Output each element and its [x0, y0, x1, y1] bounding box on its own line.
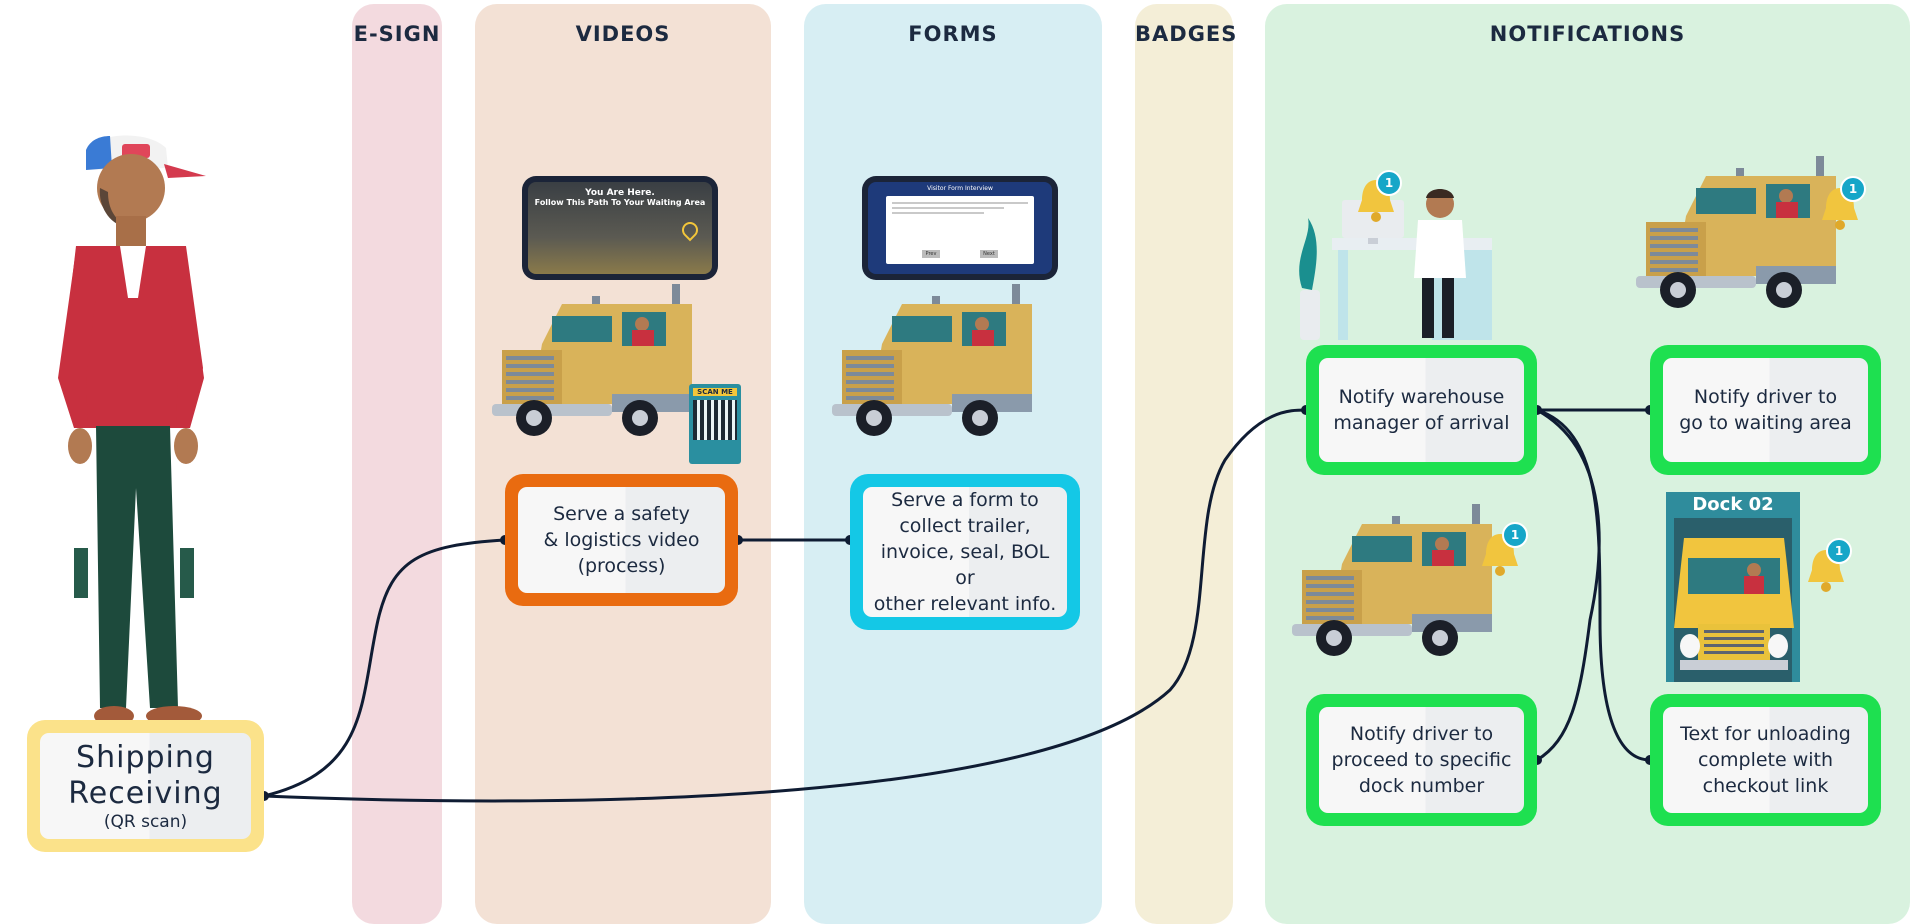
connector-manager-to-dock [1536, 408, 1601, 762]
lane-title-badges: BADGES [1135, 22, 1238, 46]
connector-start-to-manager [263, 408, 1307, 803]
dock-sign-label: Dock 02 [1692, 494, 1774, 515]
form-phone: Visitor Form Interview Prev Next [862, 176, 1058, 280]
connector-manager-to-unloading [1536, 408, 1651, 762]
driver-illustration [58, 135, 206, 726]
notification-count-badge: 1 [1826, 538, 1852, 564]
form-node-text: Serve a form to collect trailer, invoice… [873, 489, 1057, 615]
lane-title-notifications: NOTIFICATIONS [1489, 22, 1686, 46]
notification-count-badge: 1 [1840, 176, 1866, 202]
text-unloading-node: Text for unloading complete with checkou… [1650, 694, 1881, 826]
start-node-shipping-receiving: Shipping Receiving (QR scan) [27, 720, 264, 852]
notify-manager-node: Notify warehouse manager of arrival [1306, 345, 1537, 475]
form-next-button: Next [980, 250, 998, 258]
truck-front-unloading [1674, 538, 1794, 670]
video-node-inner: Serve a safety & logistics video (proces… [518, 487, 725, 593]
video-screen-line1: You Are Here. [585, 188, 655, 198]
text-unloading-node-text: Text for unloading complete with checkou… [1680, 723, 1851, 797]
notify-waiting-node-text: Notify driver to go to waiting area [1679, 386, 1852, 434]
lane-badges: BADGES [1135, 4, 1238, 924]
form-screen-header: Visitor Form Interview [927, 185, 993, 192]
lane-title-forms: FORMS [908, 22, 998, 46]
lane-title-videos: VIDEOS [575, 22, 671, 46]
qr-sign-label: SCAN ME [693, 388, 737, 396]
truck-dock [1292, 504, 1492, 656]
start-node-title: Shipping Receiving [68, 740, 223, 811]
qr-sign: SCAN ME [689, 384, 741, 464]
text-unloading-node-inner: Text for unloading complete with checkou… [1663, 707, 1868, 813]
form-node-inner: Serve a form to collect trailer, invoice… [863, 487, 1067, 617]
video-node: Serve a safety & logistics video (proces… [505, 474, 738, 606]
start-node-subtitle: (QR scan) [103, 812, 188, 832]
warehouse-manager-illustration [1299, 189, 1492, 340]
form-node: Serve a form to collect trailer, invoice… [850, 474, 1080, 630]
notify-dock-node-inner: Notify driver to proceed to specific doc… [1319, 707, 1524, 813]
truck-video [492, 284, 692, 436]
qr-code-icon [693, 400, 737, 440]
map-pin-icon [678, 218, 702, 242]
truck-waiting [1636, 156, 1836, 308]
lane-esign: E-SIGN [352, 4, 442, 924]
notify-waiting-node-inner: Notify driver to go to waiting area [1663, 358, 1868, 462]
video-phone-screen: You Are Here. Follow This Path To Your W… [528, 182, 712, 274]
video-phone: You Are Here. Follow This Path To Your W… [522, 176, 718, 280]
notify-manager-node-text: Notify warehouse manager of arrival [1333, 386, 1510, 434]
video-screen-line2: Follow This Path To Your Waiting Area [534, 198, 706, 207]
connector-start-to-video [263, 538, 506, 798]
notification-count-badge: 1 [1376, 170, 1402, 196]
form-prev-button: Prev [922, 250, 940, 258]
notification-count-badge: 1 [1502, 522, 1528, 548]
lane-videos: VIDEOS [475, 4, 771, 924]
form-phone-screen: Visitor Form Interview Prev Next [868, 182, 1052, 274]
notify-waiting-node: Notify driver to go to waiting area [1650, 345, 1881, 475]
notify-dock-node-text: Notify driver to proceed to specific doc… [1331, 723, 1512, 797]
start-node-inner: Shipping Receiving (QR scan) [40, 733, 251, 839]
form-screen-card: Prev Next [886, 196, 1034, 264]
notify-manager-node-inner: Notify warehouse manager of arrival [1319, 358, 1524, 462]
notify-dock-node: Notify driver to proceed to specific doc… [1306, 694, 1537, 826]
truck-form [832, 284, 1032, 436]
video-node-text: Serve a safety & logistics video (proces… [543, 503, 700, 577]
lane-title-esign: E-SIGN [353, 22, 441, 46]
